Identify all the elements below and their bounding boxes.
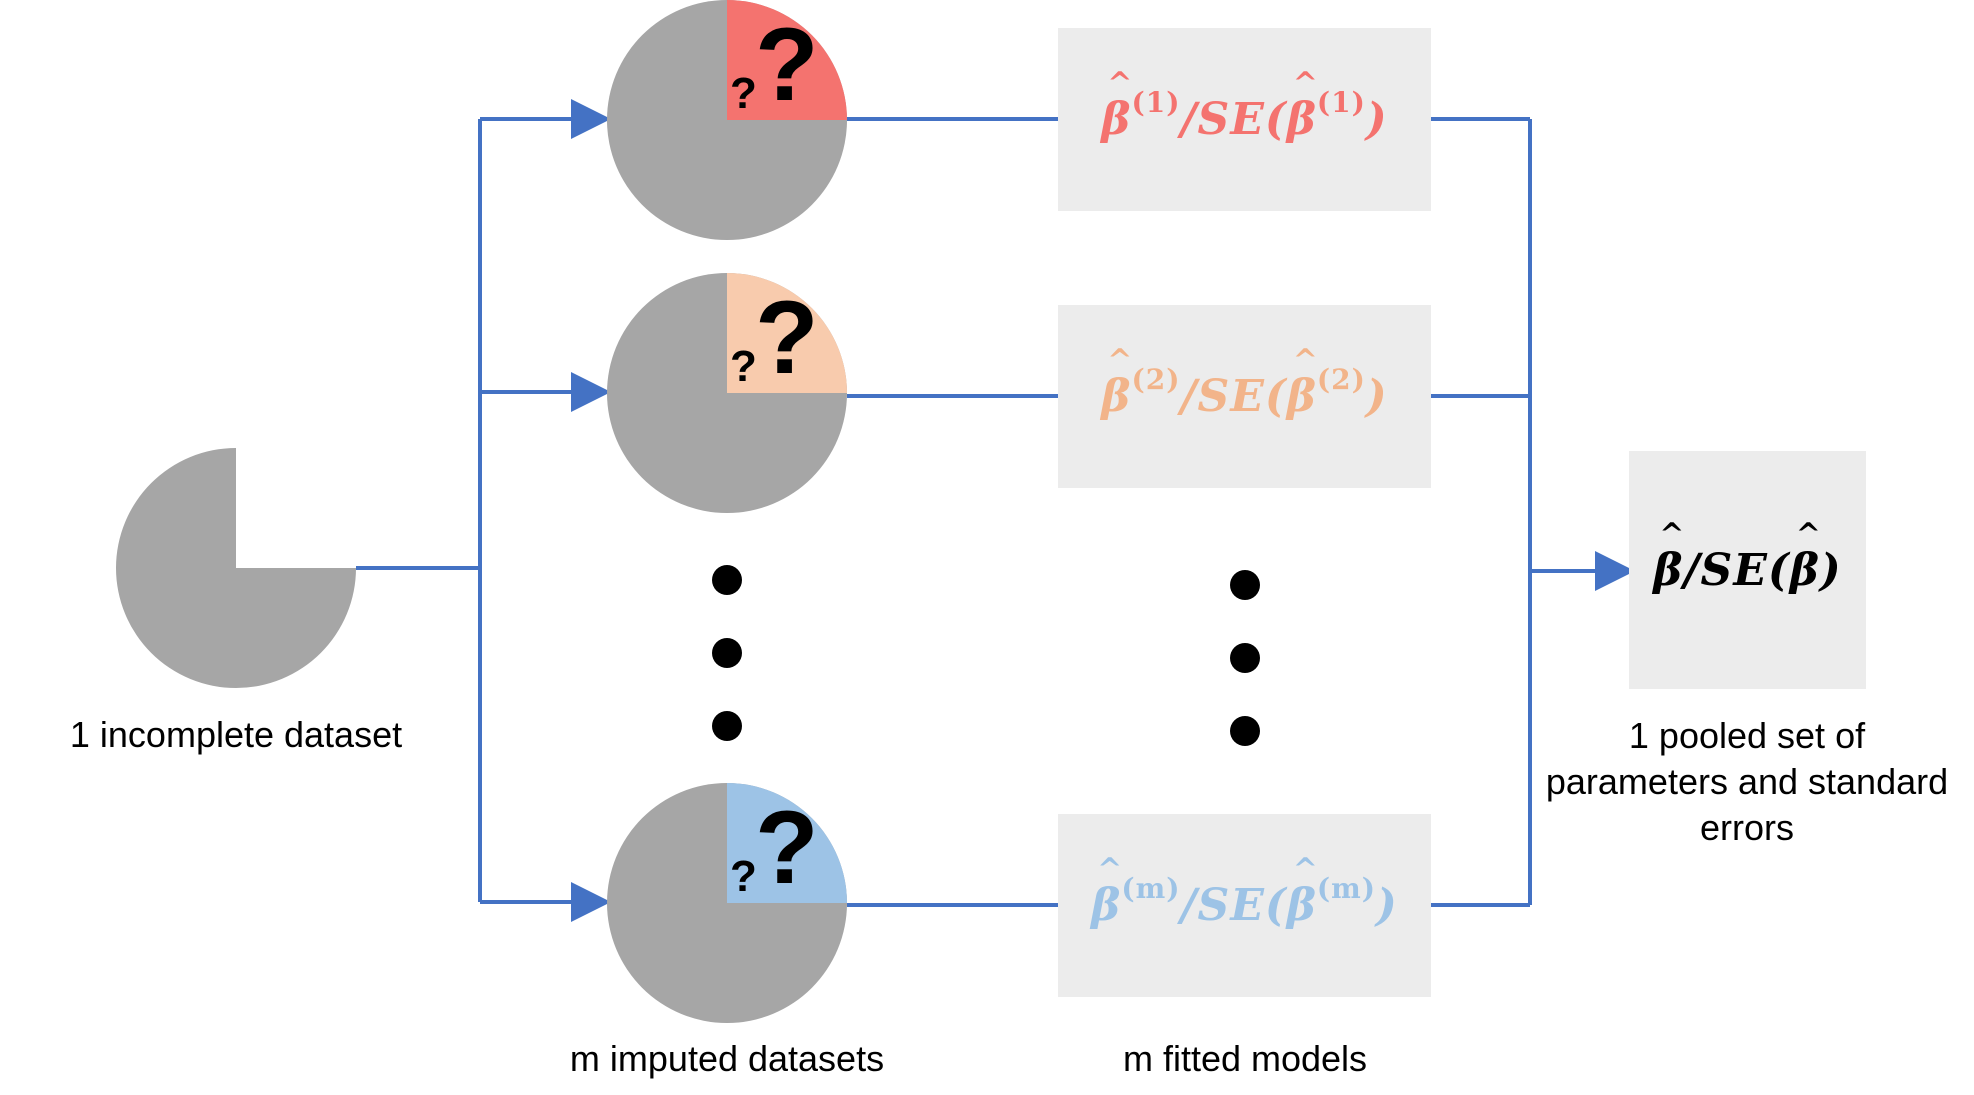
model-2-beta-superscript: (2) xyxy=(1131,363,1181,396)
pooled-label-line-1: 1 pooled set of xyxy=(1628,715,1866,756)
model-m-se-open: /SE( xyxy=(1180,880,1287,931)
model-2-sup: (2) xyxy=(1132,363,1181,396)
model-1-se-sup: (1) xyxy=(1317,86,1366,119)
imputed-dataset-m xyxy=(607,783,847,1023)
pooled-se-open: /SE( xyxy=(1683,544,1790,596)
imputed-dataset-1 xyxy=(607,0,847,240)
pooled-se-beta-hat: β xyxy=(1790,517,1822,596)
imputed-dataset-2 xyxy=(607,273,847,513)
pooled-box: β/SE(β) xyxy=(1629,451,1866,689)
model-1-se-open: /SE( xyxy=(1180,94,1287,145)
model-m-beta-superscript: (m) xyxy=(1121,872,1181,905)
model-m-beta-hat: β xyxy=(1091,852,1123,931)
question-mark-small-icon: ? xyxy=(730,342,757,391)
model-connectors xyxy=(847,117,1635,907)
model-1-beta-hat: β xyxy=(1101,66,1133,145)
pooled-formula: β/SE(β) xyxy=(1653,517,1842,596)
model-formula-1: β(1)/SE(β(1)) xyxy=(1101,66,1388,145)
model-1-se-beta-superscript: (1) xyxy=(1316,86,1366,119)
split-connectors xyxy=(356,99,611,922)
model-2-se-open: /SE( xyxy=(1180,371,1287,422)
model-1-se-beta-hat: β xyxy=(1287,66,1319,145)
model-m-se-close: ) xyxy=(1376,880,1398,931)
model-1-beta-superscript: (1) xyxy=(1131,86,1181,119)
question-mark-big-icon: ? xyxy=(755,280,819,396)
model-2-se-close: ) xyxy=(1365,371,1388,422)
model-2-se-sup: (2) xyxy=(1317,363,1366,396)
pooled-beta-hat: β xyxy=(1653,517,1685,596)
model-formula-2: β(2)/SE(β(2)) xyxy=(1101,343,1388,422)
pooled-label-line-3: errors xyxy=(1699,807,1794,848)
question-mark-small-icon: ? xyxy=(730,69,757,118)
imputed-datasets-label: m imputed datasets xyxy=(569,1038,885,1079)
question-mark-big-icon: ? xyxy=(755,790,819,906)
imputed-ellipsis xyxy=(712,565,742,741)
model-m-se-beta-hat: β xyxy=(1287,852,1319,931)
model-m-se-sup: (m) xyxy=(1317,872,1376,905)
model-box-2: β(2)/SE(β(2)) xyxy=(1058,305,1431,488)
model-2-se-beta-hat: β xyxy=(1287,343,1319,422)
model-2-beta-hat: β xyxy=(1101,343,1133,422)
incomplete-dataset-label: 1 incomplete dataset xyxy=(69,714,403,755)
model-1-sup: (1) xyxy=(1132,86,1181,119)
models-ellipsis xyxy=(1230,570,1260,746)
model-1-se-close: ) xyxy=(1365,94,1388,145)
pooled-label-line-2: parameters and standard xyxy=(1545,761,1949,802)
model-m-sup: (m) xyxy=(1121,872,1180,905)
model-box-m: β(m)/SE(β(m)) xyxy=(1058,814,1431,997)
pooled-se-close: ) xyxy=(1819,544,1842,596)
pooled-label: 1 pooled set of parameters and standard … xyxy=(1527,713,1967,851)
question-mark-small-icon: ? xyxy=(730,852,757,901)
question-mark-big-icon: ? xyxy=(755,7,819,123)
incomplete-dataset-icon xyxy=(116,448,356,688)
model-2-se-beta-superscript: (2) xyxy=(1316,363,1366,396)
model-box-1: β(1)/SE(β(1)) xyxy=(1058,28,1431,211)
model-m-se-beta-superscript: (m) xyxy=(1316,872,1377,905)
fitted-models-label: m fitted models xyxy=(1122,1038,1368,1079)
model-formula-m: β(m)/SE(β(m)) xyxy=(1091,852,1398,931)
